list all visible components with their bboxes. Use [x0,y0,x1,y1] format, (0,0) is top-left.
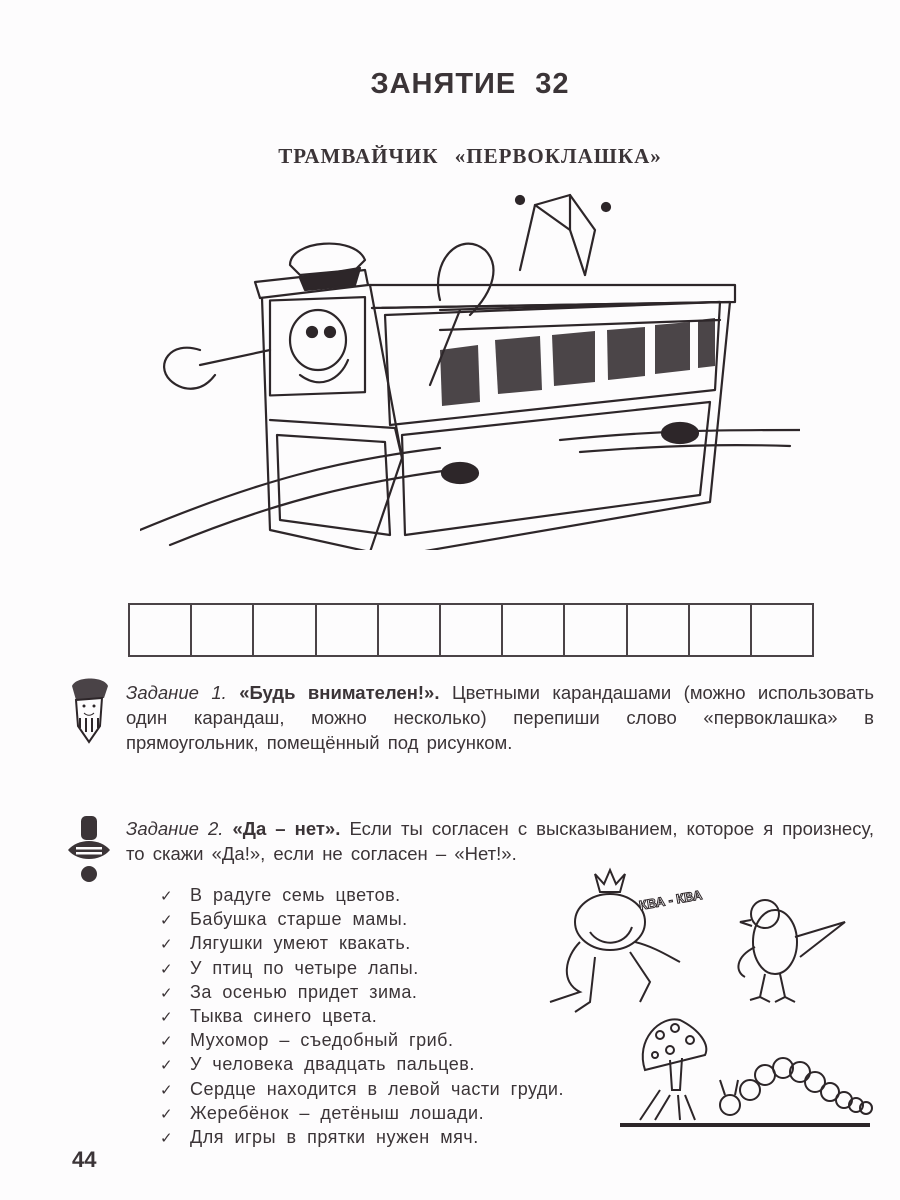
statement-text: За осенью придет зима. [190,981,418,1002]
statement-item: ✓ У птиц по четыре лапы. [160,957,564,981]
checkmark-icon: ✓ [160,936,174,954]
grid-cell[interactable] [379,605,441,655]
task-1-title: «Будь внимателен!». [239,682,440,703]
grid-cell[interactable] [317,605,379,655]
statement-item: ✓ Тыква синего цвета. [160,1005,564,1029]
grid-cell[interactable] [254,605,317,655]
statement-text: У птиц по четыре лапы. [190,957,419,978]
statement-item: ✓ Сердце находится в левой части груди. [160,1078,564,1102]
statement-list: ✓ В радуге семь цветов. ✓ Бабушка старше ма… [160,884,564,1150]
checkmark-icon: ✓ [160,984,174,1002]
task-1-label: Задание 1. [126,682,227,703]
grid-cell[interactable] [628,605,690,655]
page-number: 44 [72,1147,97,1172]
statement-item: ✓ Лягушки умеют квакать. [160,932,564,956]
statement-item: ✓ Мухомор – съедобный гриб. [160,1029,564,1053]
statement-text: Для игры в прятки нужен мяч. [190,1127,479,1148]
mushroom-and-caterpillar-illustration [620,1018,873,1127]
grid-cell[interactable] [441,605,504,655]
statement-item: ✓ Жеребёнок – детёныш лошади. [160,1102,564,1126]
frog-speech-text: КВА - КВА [638,887,704,913]
exclamation-mouth-icon [68,816,110,882]
checkmark-icon: ✓ [160,888,174,905]
checkmark-icon: ✓ [160,1033,174,1051]
pencil-character-icon [72,678,108,744]
checkmark-icon: ✓ [160,960,174,978]
tram-illustration [140,193,800,550]
statement-item: ✓ За осенью придет зима. [160,981,564,1005]
task-2-text: Задание 2. «Да – нет». Если ты согласен … [126,816,874,866]
checkmark-icon: ✓ [160,912,174,930]
statement-text: У человека двадцать пальцев. [190,1054,475,1075]
task-2-label: Задание 2. [126,818,224,839]
answer-letter-grid[interactable] [128,603,814,657]
task-1-body: Цветными карандашами (можно использовать… [126,682,875,753]
statement-text: Бабушка старше мамы. [190,909,408,930]
grid-cell[interactable] [130,605,193,655]
statement-text: Сердце находится в левой части груди. [190,1078,564,1099]
statement-text: Жеребёнок – детёныш лошади. [190,1102,485,1123]
statement-item: ✓ Для игры в прятки нужен мяч. [160,1126,564,1150]
frog-and-bird-illustration: КВА - КВА [549,867,846,1013]
checkmark-icon: ✓ [160,1105,174,1123]
statement-text: Лягушки умеют квакать. [190,933,411,954]
grid-cell[interactable] [192,605,255,655]
statement-text: Тыква синего цвета. [190,1006,378,1027]
grid-cell[interactable] [690,605,752,655]
checkmark-icon: ✓ [160,1081,174,1099]
statement-text: Мухомор – съедобный гриб. [190,1030,454,1051]
checkmark-icon: ✓ [160,1057,174,1075]
task-2-body: Если ты согласен с высказыванием, которо… [126,818,874,864]
statement-text: В радуге семь цветов. [190,885,401,905]
task-1-text: Задание 1. «Будь внимателен!». Цветными … [126,680,874,755]
grid-cell[interactable] [503,605,566,655]
grid-cell[interactable] [752,605,812,655]
checkmark-icon: ✓ [160,1009,174,1027]
statement-item: ✓ Бабушка старше мамы. [160,908,564,932]
checkmark-icon: ✓ [160,1130,174,1148]
statement-item: ✓ У человека двадцать пальцев. [160,1053,564,1077]
lesson-title: ЗАНЯТИЕ 32 [370,68,570,100]
lesson-subtitle: ТРАМВАЙЧИК «ПЕРВОКЛАШКА» [278,144,662,168]
statement-item: ✓ В радуге семь цветов. [160,884,564,908]
task-2-title: «Да – нет». [232,818,341,839]
grid-cell[interactable] [565,605,628,655]
